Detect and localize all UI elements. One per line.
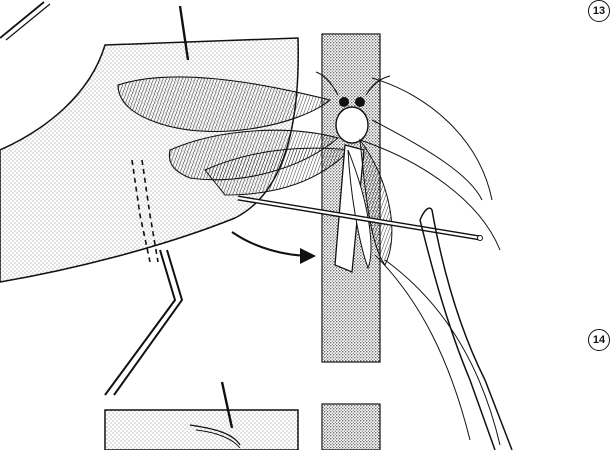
previous-panel-edge (0, 2, 50, 40)
direction-arrow (232, 232, 312, 256)
bent-wire-handle (105, 250, 182, 395)
forceps (420, 208, 512, 450)
step-14-badge: 14 (588, 329, 610, 351)
spreading-paper-strip-lower (105, 410, 298, 450)
step-13-badge: 13 (588, 0, 610, 22)
insect-specimen (316, 72, 500, 445)
